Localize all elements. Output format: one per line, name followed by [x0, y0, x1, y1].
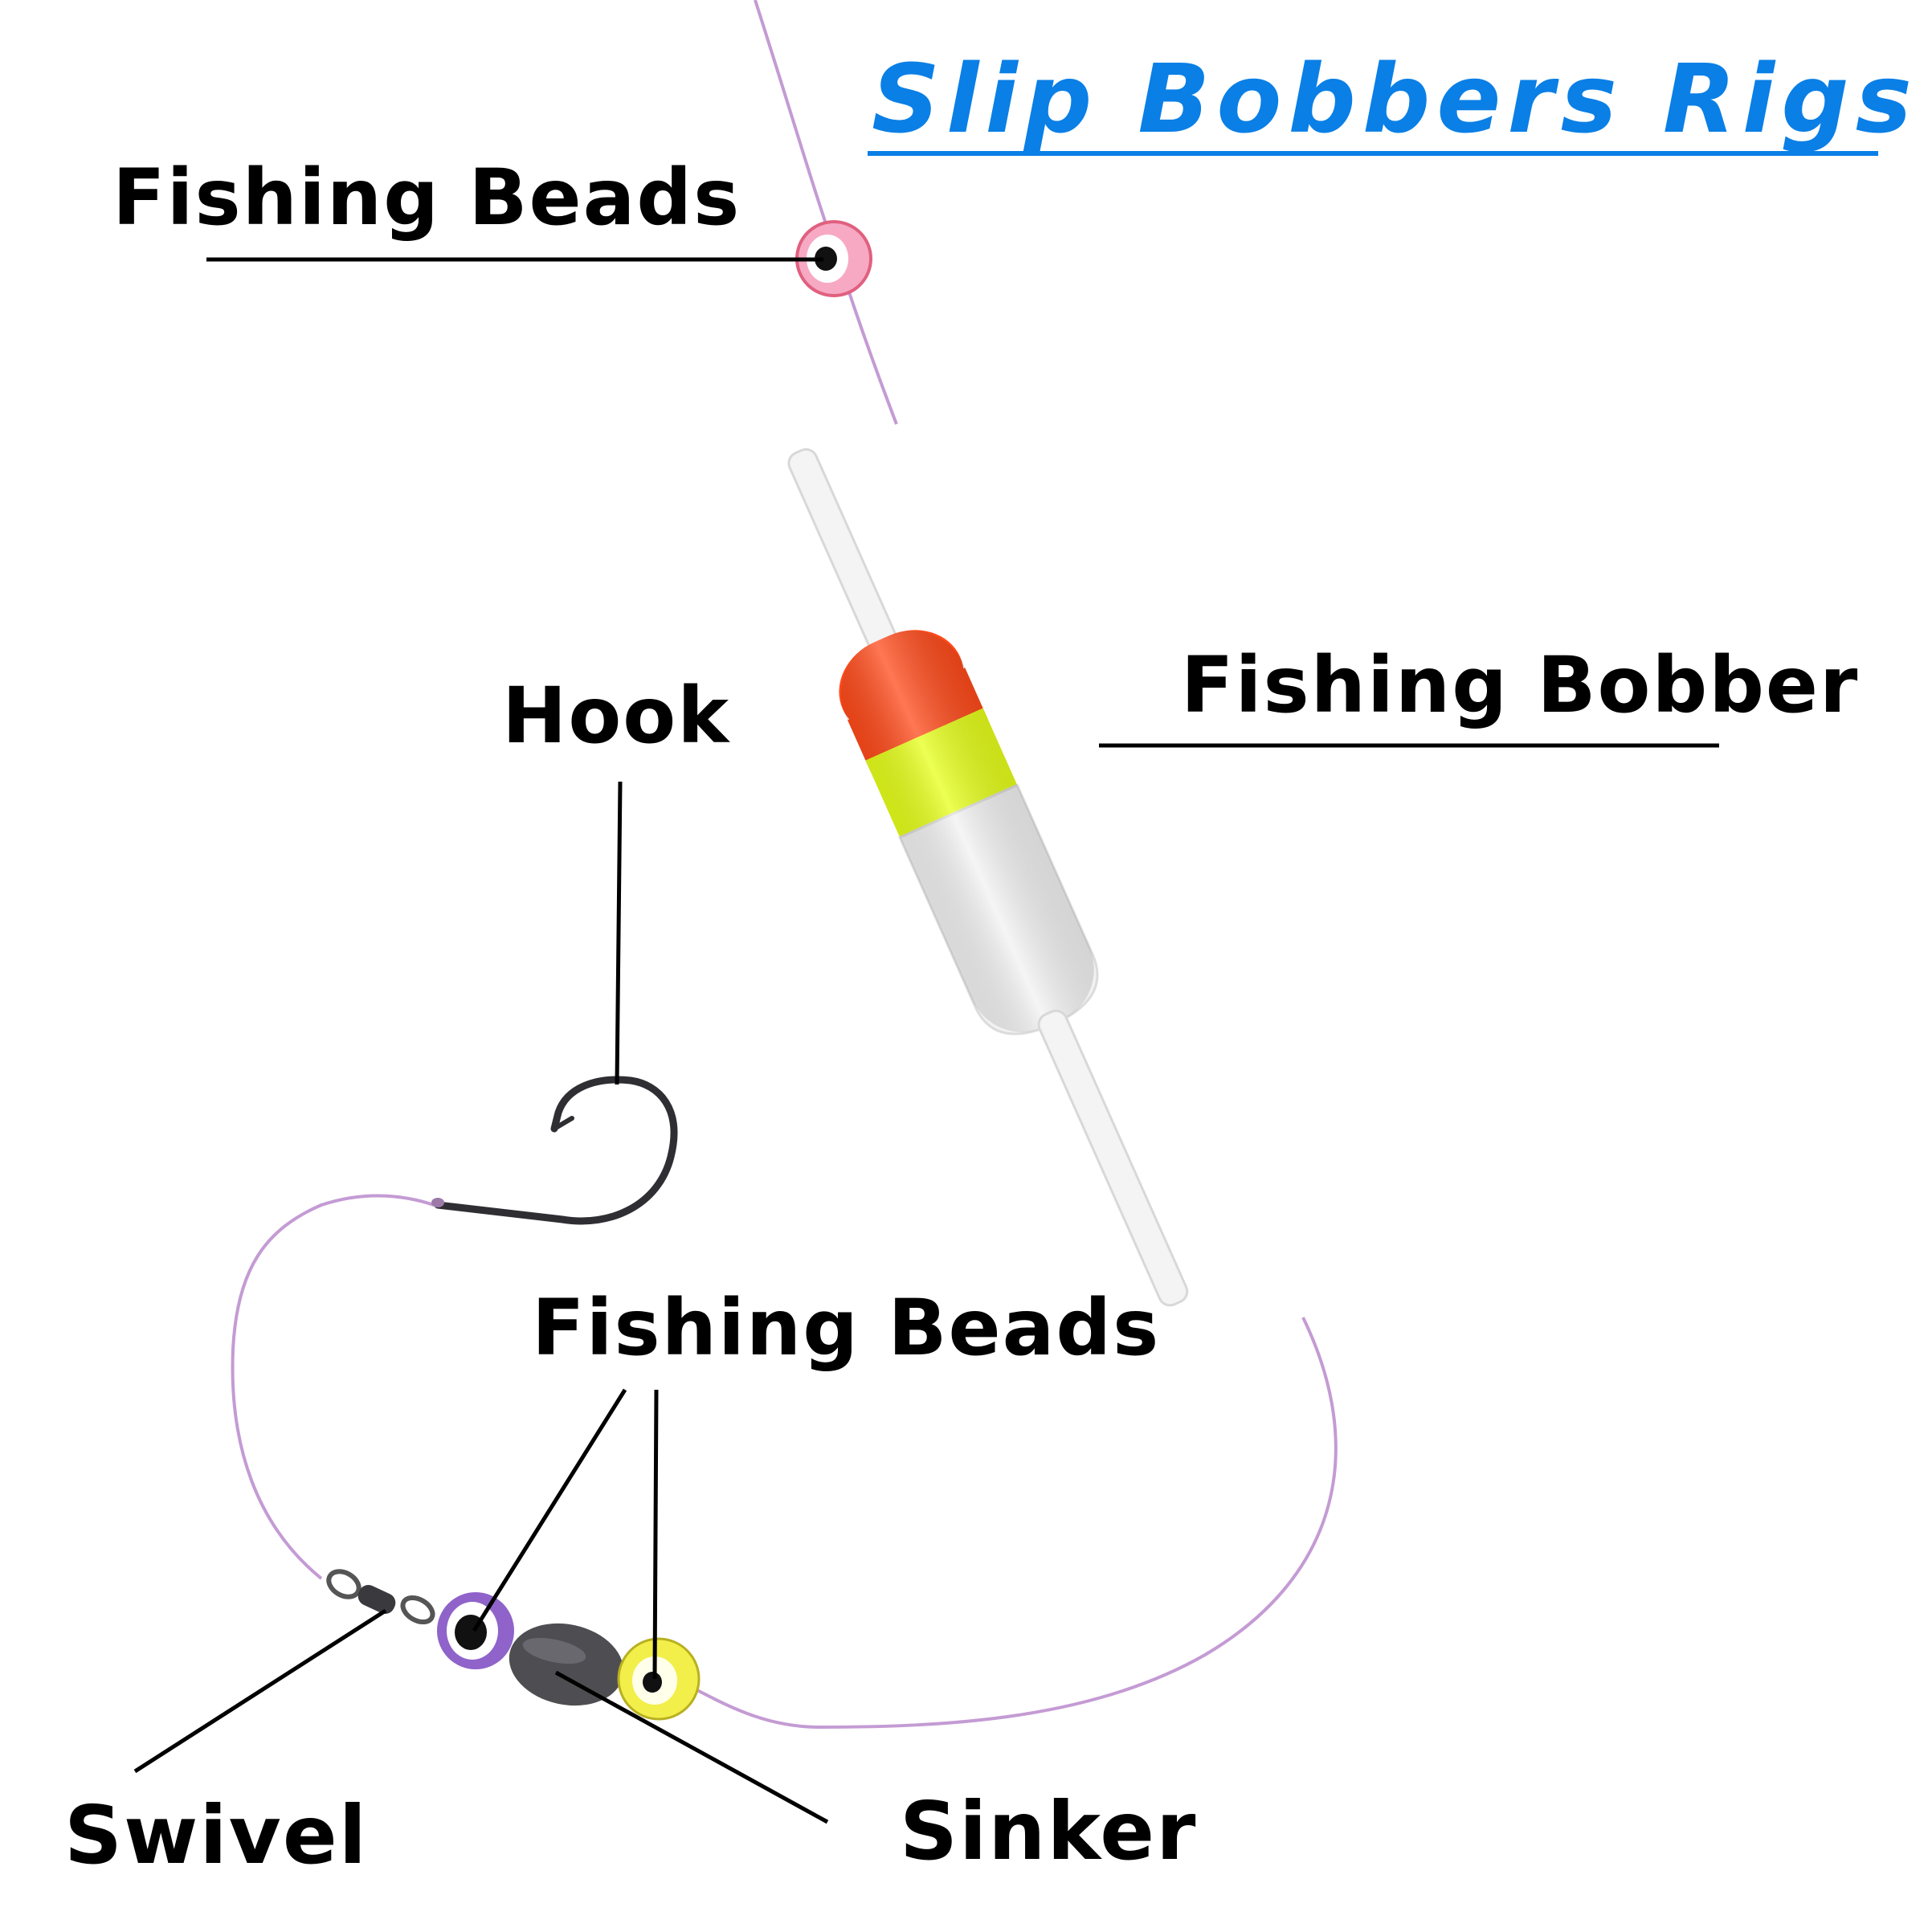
fishing-bead-pink: [795, 220, 872, 297]
fishing-bobber: [787, 447, 1189, 1307]
leader-sinker: [554, 1670, 829, 1824]
label-hook: Hook: [502, 671, 731, 761]
label-sinker: Sinker: [900, 1784, 1198, 1878]
fishing-line-loop: [231, 1194, 1338, 1730]
label-fishing-bobber: Fishing Bobber: [1181, 640, 1860, 730]
leader-beads-purple: [472, 1388, 627, 1632]
fishing-bead-yellow: [617, 1637, 701, 1721]
swivel: [326, 1569, 435, 1625]
label-fishing-beads-bottom: Fishing Beads: [532, 1283, 1161, 1373]
title-underline: [868, 151, 1878, 156]
fishing-hook: [431, 1076, 678, 1225]
leader-beads-yellow: [652, 1389, 659, 1680]
diagram-title: Slip Bobbers Rigs: [872, 43, 1918, 154]
leader-swivel: [133, 1608, 387, 1774]
label-swivel: Swivel: [64, 1788, 368, 1882]
leader-hook: [615, 781, 623, 1085]
label-fishing-beads-top: Fishing Beads: [112, 153, 741, 243]
sinker: [509, 1623, 624, 1706]
